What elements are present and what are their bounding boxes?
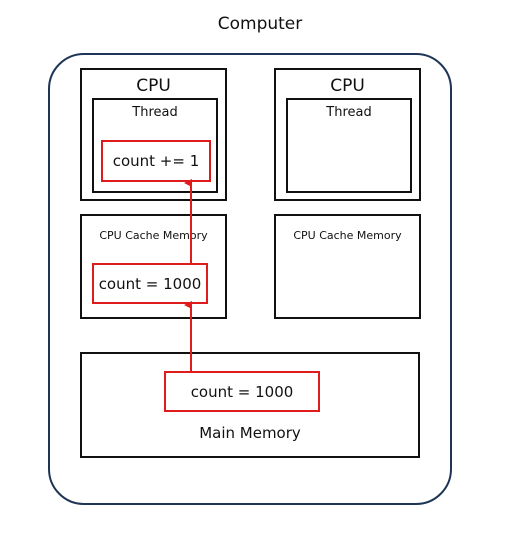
main-memory-label: Main Memory: [199, 424, 301, 442]
computer-frame: [48, 53, 452, 505]
diagram-title: Computer: [217, 14, 303, 34]
cpu-2-cache-label: CPU Cache Memory: [293, 229, 402, 242]
cpu-2-cache-box: CPU Cache Memory: [274, 214, 421, 319]
cache-count-value: count = 1000: [92, 263, 208, 304]
cpu-2-thread-box: Thread: [286, 98, 412, 193]
cpu-1-cache-label: CPU Cache Memory: [99, 229, 208, 242]
cpu-1-thread-label: Thread: [132, 105, 178, 120]
cpu-2-label: CPU: [330, 76, 365, 96]
cpu-2-thread-label: Thread: [326, 105, 372, 120]
main-memory-count-value: count = 1000: [164, 371, 320, 412]
thread-count-increment: count += 1: [101, 140, 211, 182]
cpu-1-label: CPU: [136, 76, 171, 96]
